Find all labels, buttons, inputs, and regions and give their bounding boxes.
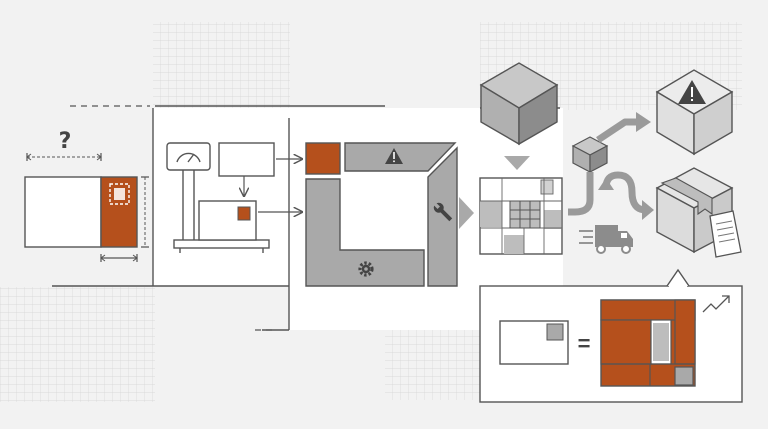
right-bar [427, 146, 458, 287]
trend-up-icon [702, 295, 730, 313]
top-bar [344, 142, 457, 172]
return-arrow-icon [598, 171, 654, 220]
shipping-truck-icon [579, 225, 633, 254]
l-frame [305, 178, 425, 287]
package-grid-icon [479, 177, 563, 255]
warning-box-icon [655, 69, 734, 156]
width-dimension [100, 254, 138, 262]
packing-stage [479, 62, 563, 255]
height-dimension [141, 176, 149, 248]
measurement-stage: ? [24, 129, 149, 262]
small-box-icon [571, 136, 609, 173]
question-mark: ? [59, 129, 72, 154]
input-label [218, 142, 275, 177]
weighing-stage [166, 142, 302, 253]
rust-corner-block [305, 142, 341, 175]
box-icon [479, 62, 559, 146]
wrench-icon [433, 202, 453, 222]
rust-strip [100, 176, 138, 248]
gear-icon [358, 261, 374, 277]
weighing-scale-icon [166, 142, 270, 253]
result-panel: = [499, 295, 730, 387]
dimension-arrow-icon [26, 153, 102, 161]
unmeasured-box [24, 176, 102, 248]
equals-sign: = [578, 331, 591, 356]
optimized-packing [600, 299, 696, 387]
shipping-stage [568, 69, 742, 258]
warning-icon [385, 148, 403, 164]
processing-frame [305, 142, 474, 287]
background-grids [0, 22, 742, 402]
receipt-icon [709, 210, 742, 258]
flow-curve [568, 172, 594, 216]
